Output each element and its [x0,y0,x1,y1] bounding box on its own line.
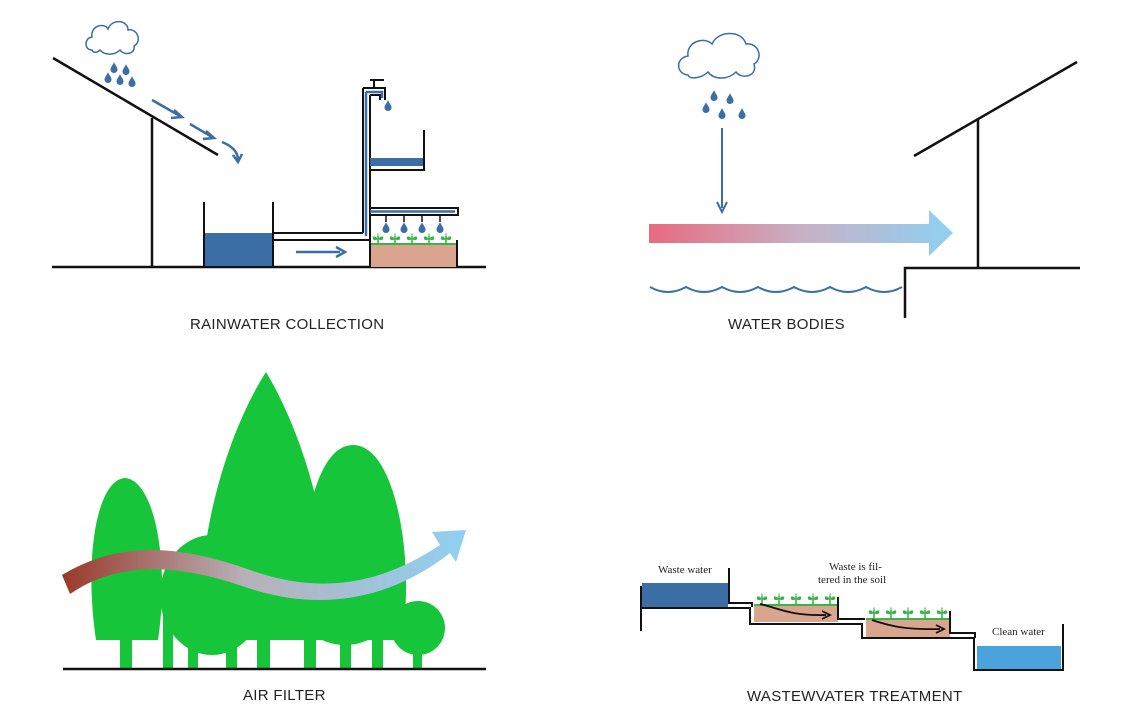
label-clean-water: Clean water [992,626,1045,638]
caption-wastewater-treatment: WASTEWVATER TREATMENT [747,688,963,705]
label-waste-water: Waste water [658,564,712,576]
cloud-icon [677,32,760,79]
runoff-arrows [151,98,244,165]
raindrops-icon [702,90,746,119]
rainwater-collection-diagram [52,20,486,269]
irrigation-drops-icon [382,222,444,233]
water-surface [649,285,903,293]
wastewater-treatment-diagram [640,568,1064,671]
label-filtered-line2: tered in the soil [818,574,887,586]
plants-icon [372,232,452,245]
raindrops-icon [104,62,136,87]
cloud-icon [85,20,139,55]
caption-water-bodies: WATER BODIES [728,316,845,333]
treatment-steps [640,568,1064,671]
runoff-arrow [649,210,953,256]
air-flow-arrow [62,530,466,601]
caption-air-filter: AIR FILTER [243,687,326,704]
caption-rainwater-collection: RAINWATER COLLECTION [190,316,385,333]
label-filtered-line1: Waste is fil- [829,561,882,573]
air-filter-diagram [62,372,486,671]
water-bodies-diagram [649,32,1080,318]
